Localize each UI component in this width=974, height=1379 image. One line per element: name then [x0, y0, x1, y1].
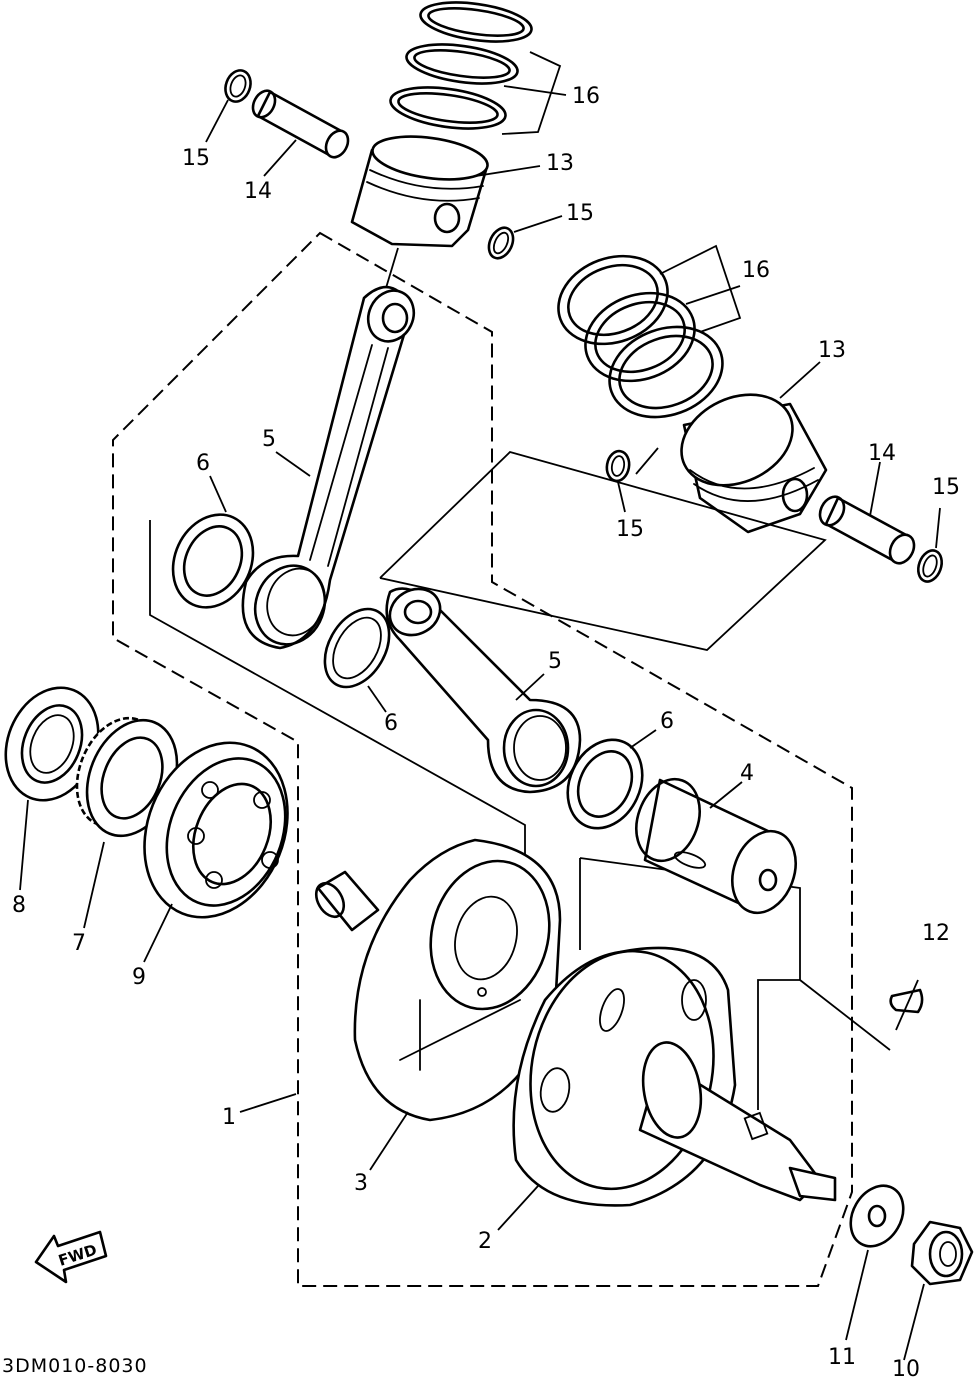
callout-4: 4: [740, 761, 754, 786]
piston-pin-clip-upper-left: [224, 69, 252, 103]
guide-line-piston-lower: [635, 447, 659, 475]
callout-15-lower-left: 15: [616, 517, 644, 542]
callout-13-upper: 13: [546, 151, 574, 176]
callout-3: 3: [354, 1171, 368, 1196]
callout-1: 1: [222, 1105, 236, 1130]
nut: [910, 1220, 974, 1286]
callout-13-lower: 13: [818, 338, 846, 363]
callout-7: 7: [72, 931, 86, 956]
piston-pin-clip-lower-left: [605, 449, 631, 483]
piston-pin-clip-upper-right: [487, 226, 515, 260]
callout-6-lower: 6: [660, 709, 674, 734]
piston-pin-lower: [818, 495, 916, 565]
oil-seal: [4, 686, 100, 802]
callout-labels: 16 15 14 13 15 16 13 14 15 15 5 6 6 5 6 …: [2, 84, 960, 1379]
callout-6-upper: 6: [196, 451, 210, 476]
callout-10: 10: [892, 1357, 920, 1379]
callout-11: 11: [828, 1345, 856, 1370]
callout-5-lower: 5: [548, 649, 562, 674]
piston-rings-upper: [389, 1, 533, 130]
assembly-boundary-dashed: [112, 231, 853, 1287]
callout-8: 8: [12, 893, 26, 918]
callout-12: 12: [922, 921, 950, 946]
piston-pin-clip-lower-right: [917, 549, 943, 583]
piston-lower: [680, 393, 828, 534]
callout-15-upper-left: 15: [182, 146, 210, 171]
connecting-rod-upper: [241, 285, 416, 650]
piston-pin-upper: [251, 89, 350, 159]
piston-upper: [350, 135, 489, 248]
crankshaft-right-half: [512, 946, 837, 1207]
crank-pin: [635, 777, 797, 915]
callout-6-middle: 6: [384, 711, 398, 736]
woodruff-key: [889, 988, 924, 1014]
forward-arrow-icon: FWD: [34, 1230, 108, 1284]
callout-5-upper: 5: [262, 427, 276, 452]
plain-washer: [849, 1184, 905, 1248]
guide-line-middle: [379, 450, 827, 651]
callout-9: 9: [132, 965, 146, 990]
bearing: [143, 741, 289, 919]
callout-14-lower: 14: [868, 441, 896, 466]
leader-lines: [19, 51, 941, 1361]
washer-upper: [171, 513, 255, 609]
guide-line-piston-upper: [385, 247, 399, 289]
callout-2: 2: [478, 1229, 492, 1254]
piston-rings-lower: [557, 254, 724, 419]
washer-middle: [323, 607, 391, 689]
callout-15-lower-right: 15: [932, 475, 960, 500]
callout-14-upper: 14: [244, 179, 272, 204]
diagram-code: 3DM010-8030: [2, 1355, 148, 1377]
callout-15-upper-right: 15: [566, 201, 594, 226]
crankshaft-left-half: [314, 838, 562, 1122]
callout-16-lower: 16: [742, 258, 770, 283]
callout-16-upper: 16: [572, 84, 600, 109]
connecting-rod-lower: [385, 587, 582, 794]
